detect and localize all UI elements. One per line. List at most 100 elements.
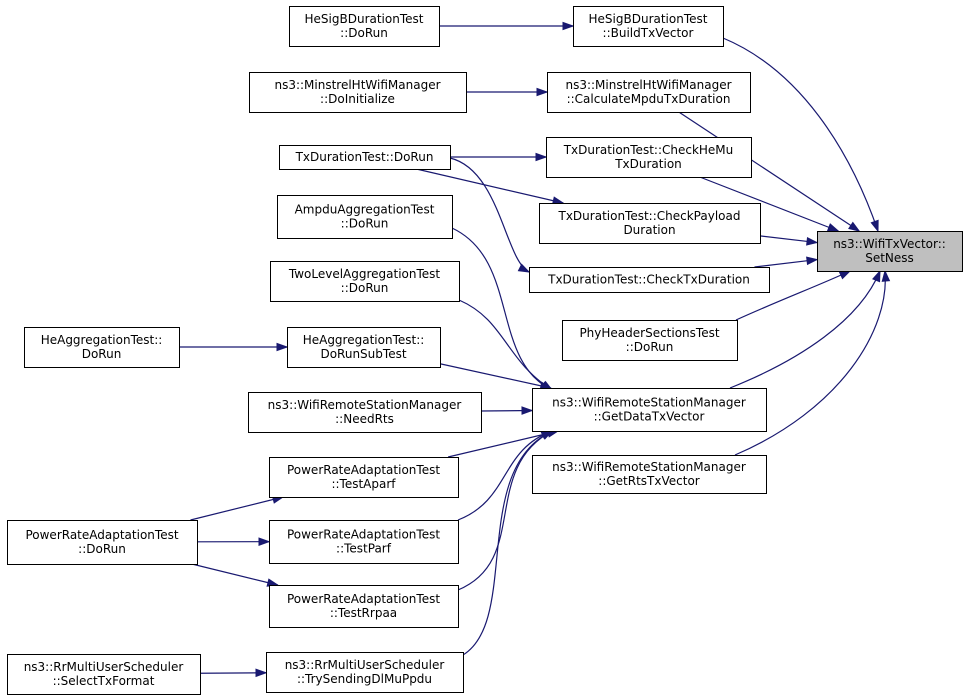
node-twolevel-dorun[interactable]: TwoLevelAggregationTest::DoRun [270, 261, 460, 302]
node-box [269, 457, 459, 498]
node-label-line: ::CalculateMpduTxDuration [567, 92, 731, 106]
arrowhead [826, 223, 840, 232]
node-label-line: Duration [623, 223, 675, 237]
node-box [266, 652, 464, 693]
arrowhead [806, 237, 819, 246]
edge-wrsm_needrts-to-wrsm_getdata [480, 406, 534, 415]
node-phyheader-dorun[interactable]: PhyHeaderSectionsTest::DoRun [562, 320, 738, 361]
arrowhead [521, 406, 534, 415]
node-box [277, 195, 453, 239]
arrowhead [872, 269, 881, 283]
edge-minstrel_calc-to-root [678, 111, 861, 232]
edge-txdur_payload-to-root [759, 235, 819, 246]
node-label-line: ::TestRrpaa [330, 606, 397, 620]
node-heagg-dorun[interactable]: HeAggregationTest::DoRun [24, 327, 180, 368]
edges-layer [179, 21, 891, 678]
node-wrsm-needrts[interactable]: ns3::WifiRemoteStationManager::NeedRts [248, 392, 482, 433]
node-box [270, 261, 460, 302]
node-box [532, 388, 767, 432]
arrowhead [838, 270, 852, 280]
node-label-line: ns3::RrMultiUserScheduler [285, 658, 445, 672]
node-wrsm-getrts[interactable]: ns3::WifiRemoteStationManager::GetRtsTxV… [532, 455, 767, 494]
node-label-line: ns3::WifiRemoteStationManager [268, 398, 462, 412]
arrowhead [535, 152, 548, 162]
node-pra-rrpaa[interactable]: PowerRateAdaptationTest::TestRrpaa [269, 585, 459, 628]
node-minstrel-calc[interactable]: ns3::MinstrelHtWifiManager::CalculateMpd… [547, 72, 751, 113]
node-label-line: PowerRateAdaptationTest [287, 463, 440, 477]
node-label-line: ::SelectTxFormat [53, 674, 155, 688]
node-label-line: PowerRateAdaptationTest [25, 528, 178, 542]
node-label-line: PowerRateAdaptationTest [287, 528, 440, 542]
node-pra-parf[interactable]: PowerRateAdaptationTest::TestParf [269, 520, 459, 564]
node-label-line: ns3::WifiRemoteStationManager [552, 396, 746, 410]
node-box [269, 585, 459, 628]
node-hesig-build[interactable]: HeSigBDurationTest::BuildTxVector [573, 6, 724, 47]
node-label-line: ns3::WifiTxVector:: [833, 237, 946, 251]
node-label-line: HeSigBDurationTest [305, 12, 424, 26]
node-hesig-dorun[interactable]: HeSigBDurationTest::DoRun [289, 6, 440, 47]
edge-pra_dorun-to-pra_parf [196, 537, 271, 547]
node-heagg-sub[interactable]: HeAggregationTest::DoRunSubTest [287, 327, 441, 368]
edge-heagg_sub-to-wrsm_getdata [439, 363, 553, 390]
node-ampdu-dorun[interactable]: AmpduAggregationTest::DoRun [277, 195, 453, 239]
node-rr-select[interactable]: ns3::RrMultiUserScheduler::SelectTxForma… [7, 654, 201, 695]
node-box [562, 320, 738, 361]
node-root[interactable]: ns3::WifiTxVector::SetNess [817, 231, 963, 272]
arrowhead [276, 342, 289, 352]
node-label-line: ::DoInitialize [320, 92, 395, 106]
arrowhead [536, 87, 549, 97]
edge-txdur_txdur-to-root [754, 256, 819, 268]
node-label-line: HeAggregationTest:: [303, 333, 425, 347]
node-rr-try[interactable]: ns3::RrMultiUserScheduler::TrySendingDlM… [266, 652, 464, 693]
node-box [287, 327, 441, 368]
node-label-line: ::DoRun [78, 542, 126, 556]
node-box [269, 520, 459, 564]
edge-txdur_dorun-to-txdur_hemu [450, 152, 548, 162]
node-box [279, 145, 451, 170]
edge-wrsm_getdata-to-root [729, 269, 881, 389]
node-label-line: ::DoRun [626, 340, 674, 354]
node-label-line: ::GetDataTxVector [594, 410, 705, 424]
node-pra-aparf[interactable]: PowerRateAdaptationTest::TestAparf [269, 457, 459, 498]
node-txdur-txdur[interactable]: TxDurationTest::CheckTxDuration [529, 267, 770, 293]
edge-wrsm_getrts-to-root [734, 269, 891, 456]
arrowhead [806, 256, 819, 266]
arrowhead [258, 537, 271, 547]
node-label-line: ::BuildTxVector [603, 26, 694, 40]
node-label-line: DoRun [82, 347, 122, 361]
node-label-line: ::DoRun [341, 281, 389, 295]
node-box [24, 327, 180, 368]
node-label-line: ns3::MinstrelHtWifiManager [565, 78, 731, 92]
node-label-line: HeAggregationTest:: [41, 333, 163, 347]
edge-txdur_dorun-to-txdur_txdur [449, 157, 531, 273]
node-label-line: TxDurationTest::DoRun [295, 150, 434, 164]
node-label-line: HeSigBDurationTest [589, 12, 708, 26]
node-box [546, 137, 752, 178]
node-minstrel-init[interactable]: ns3::MinstrelHtWifiManager::DoInitialize [249, 72, 467, 113]
node-txdur-dorun[interactable]: TxDurationTest::DoRun [279, 145, 451, 170]
node-box [817, 231, 963, 272]
node-wrsm-getdata[interactable]: ns3::WifiRemoteStationManager::GetDataTx… [532, 388, 767, 432]
node-label-line: ns3::MinstrelHtWifiManager [274, 78, 440, 92]
arrowhead [255, 668, 268, 678]
edge-pra_dorun-to-pra_rrpaa [191, 563, 280, 587]
node-box [573, 6, 724, 47]
node-box [539, 203, 761, 244]
node-box [547, 72, 751, 113]
node-label-line: ns3::RrMultiUserScheduler [24, 660, 184, 674]
arrowhead [562, 21, 575, 31]
node-label-line: AmpduAggregationTest [295, 203, 435, 217]
node-box [529, 267, 770, 293]
node-label-line: DoRunSubTest [320, 347, 406, 361]
node-box [249, 72, 467, 113]
arrowhead [848, 221, 861, 232]
node-label-line: SetNess [865, 251, 914, 265]
edge-txdur_hemu-to-root [699, 176, 840, 232]
node-pra-dorun[interactable]: PowerRateAdaptationTest::DoRun [7, 520, 198, 565]
node-label-line: TxDurationTest::CheckHeMu [563, 143, 734, 157]
node-label-line: ::DoRun [341, 217, 389, 231]
node-label-line: PhyHeaderSectionsTest [579, 326, 719, 340]
